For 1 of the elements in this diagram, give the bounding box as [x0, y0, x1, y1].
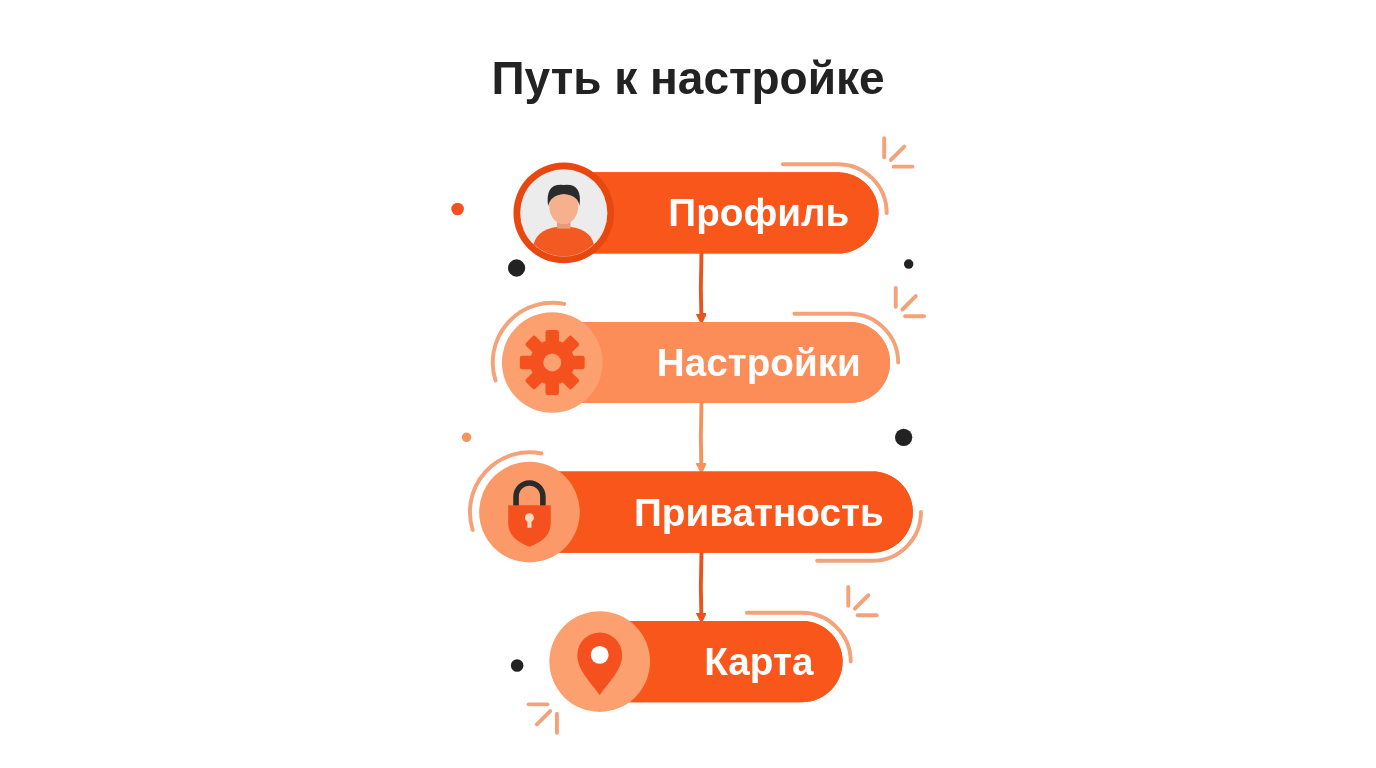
diagram-title: Путь к настройке: [491, 52, 885, 104]
